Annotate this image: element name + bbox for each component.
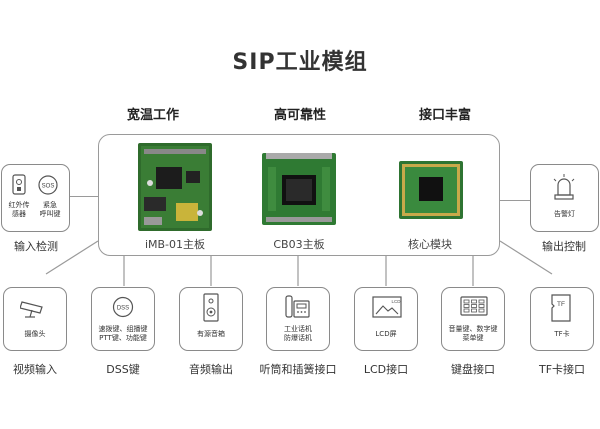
lcd-label: LCD屏: [375, 330, 397, 338]
handset-line2: 防爆话机: [284, 334, 312, 342]
infrared-sensor-label: 红外传 感器: [2, 201, 36, 219]
board-label-core: 核心模块: [408, 238, 452, 251]
keyboard-label: 音量键、数字键 菜单键: [441, 325, 505, 343]
tf-badge: TF: [557, 301, 565, 308]
infrared-sensor-icon: [12, 174, 26, 195]
board-label-cb03: CB03主板: [273, 238, 325, 251]
telephone-icon: [285, 295, 310, 318]
dss-line1: 速拨键、组播键: [98, 325, 148, 333]
pcb-board-icon: [262, 153, 336, 225]
handset-label: 工业话机 防爆话机: [266, 325, 330, 343]
connector-line: [500, 200, 530, 202]
dss-badge: DSS: [117, 306, 129, 312]
handset-caption: 听筒和插簧接口: [259, 363, 337, 376]
infrared-line1: 红外传: [8, 201, 30, 209]
sip-module-box: [98, 134, 500, 256]
camera-icon: [20, 301, 43, 318]
video-input-box: [3, 287, 67, 351]
input-detection-box: [1, 164, 70, 232]
chip-module-icon: [399, 161, 463, 219]
lcd-badge: LCD: [391, 299, 401, 304]
tf-card-icon: TF: [551, 294, 571, 322]
pcb-board-icon: [138, 143, 212, 231]
input-detection-caption: 输入检测: [14, 240, 58, 253]
sos-line1: 紧急: [43, 201, 57, 209]
board-label-imb01: iMB-01主板: [144, 238, 206, 251]
dss-key-label: 速拨键、组播键 PTT键、功能键: [91, 325, 155, 343]
tf-card-caption: TF卡接口: [538, 363, 586, 376]
page-title: SIP工业模组: [232, 50, 368, 75]
dss-key-icon: DSS: [112, 296, 134, 318]
keyboard-icon: [460, 296, 488, 316]
handset-box: [266, 287, 330, 351]
sos-badge: SOS: [42, 184, 55, 190]
output-control-caption: 输出控制: [542, 240, 586, 253]
camera-label: 摄像头: [24, 330, 46, 338]
audio-output-caption: 音频输出: [189, 363, 233, 376]
lcd-box: [354, 287, 418, 351]
dss-line2: PTT键、功能键: [99, 334, 147, 342]
tf-card-label: TF卡: [554, 330, 570, 338]
alarm-light-label: 告警灯: [554, 210, 575, 218]
alarm-light-icon: [553, 174, 575, 200]
keyboard-caption: 键盘接口: [451, 363, 495, 376]
dss-key-caption: DSS键: [106, 363, 140, 376]
feature-rich-interfaces: 接口丰富: [418, 108, 471, 123]
lcd-caption: LCD接口: [363, 363, 409, 376]
feature-high-reliability: 高可靠性: [273, 108, 326, 123]
speaker-icon: [203, 293, 219, 322]
video-input-caption: 视频输入: [13, 363, 57, 376]
keyboard-box: [441, 287, 505, 351]
lcd-screen-icon: LCD: [372, 296, 402, 318]
sos-button-label: 紧急 呼叫键: [33, 201, 67, 219]
infrared-line2: 感器: [12, 210, 26, 218]
handset-line1: 工业话机: [284, 325, 312, 333]
sos-line2: 呼叫键: [39, 210, 61, 218]
keyboard-line1: 音量键、数字键: [448, 325, 498, 333]
feature-wide-temp: 宽温工作: [126, 108, 179, 123]
tf-card-box: [530, 287, 594, 351]
speaker-label: 有源音箱: [197, 330, 225, 338]
connector-line: [70, 196, 99, 198]
audio-output-box: [179, 287, 243, 351]
keyboard-line2: 菜单键: [462, 334, 484, 342]
sos-button-icon: SOS: [38, 175, 58, 195]
